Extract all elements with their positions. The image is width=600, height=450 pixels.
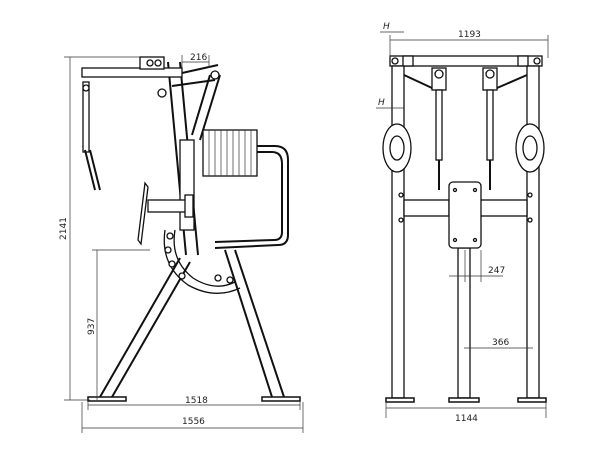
dim-2141: 2141 [59,56,140,401]
front-view: 1193 H H 247 366 1144 [376,22,549,424]
dim-216-label: 216 [190,53,207,63]
front-base-left [385,397,415,403]
pivot-disc [163,229,241,294]
side-wheels [382,123,545,173]
dim-1144-label: 1144 [455,414,478,424]
front-base-right [517,397,547,403]
dim-h-mid-label: H [378,98,385,108]
dim-1556: 1556 [81,402,304,433]
a-frame-legs [99,249,285,398]
left-handle [82,81,101,191]
dim-h-top-label: H [383,22,390,32]
center-column [457,247,471,399]
dim-1144: 1144 [385,402,547,424]
dim-1193-label: 1193 [458,30,481,40]
dim-1556-label: 1556 [182,417,205,427]
weight-stack [202,129,258,177]
dim-366: 366 [464,338,533,349]
dim-247: 247 [449,250,505,282]
dim-937-label: 937 [87,318,97,335]
dim-1518: 1518 [87,396,301,410]
top-beam [389,55,543,67]
dim-366-label: 366 [492,338,509,348]
dim-h-mid: H [376,98,404,109]
dim-247-label: 247 [488,266,505,276]
back-pad [137,181,194,246]
dim-937: 937 [87,249,150,400]
cross-bar-and-pad [398,181,533,249]
dim-216: 216 [181,53,210,68]
dim-2141-label: 2141 [59,217,69,240]
base-plate-left [87,396,127,402]
dim-1518-label: 1518 [185,396,208,406]
dim-h-top: H [380,22,404,33]
front-base-center [448,397,480,403]
curved-handle-bar [214,145,289,249]
top-arm [81,56,221,141]
base-plate-right [261,396,301,402]
dim-1193: 1193 [389,30,549,58]
side-view: 216 2141 937 1518 1556 [59,53,304,433]
main-post [167,61,199,256]
hanging-handles [403,67,528,190]
